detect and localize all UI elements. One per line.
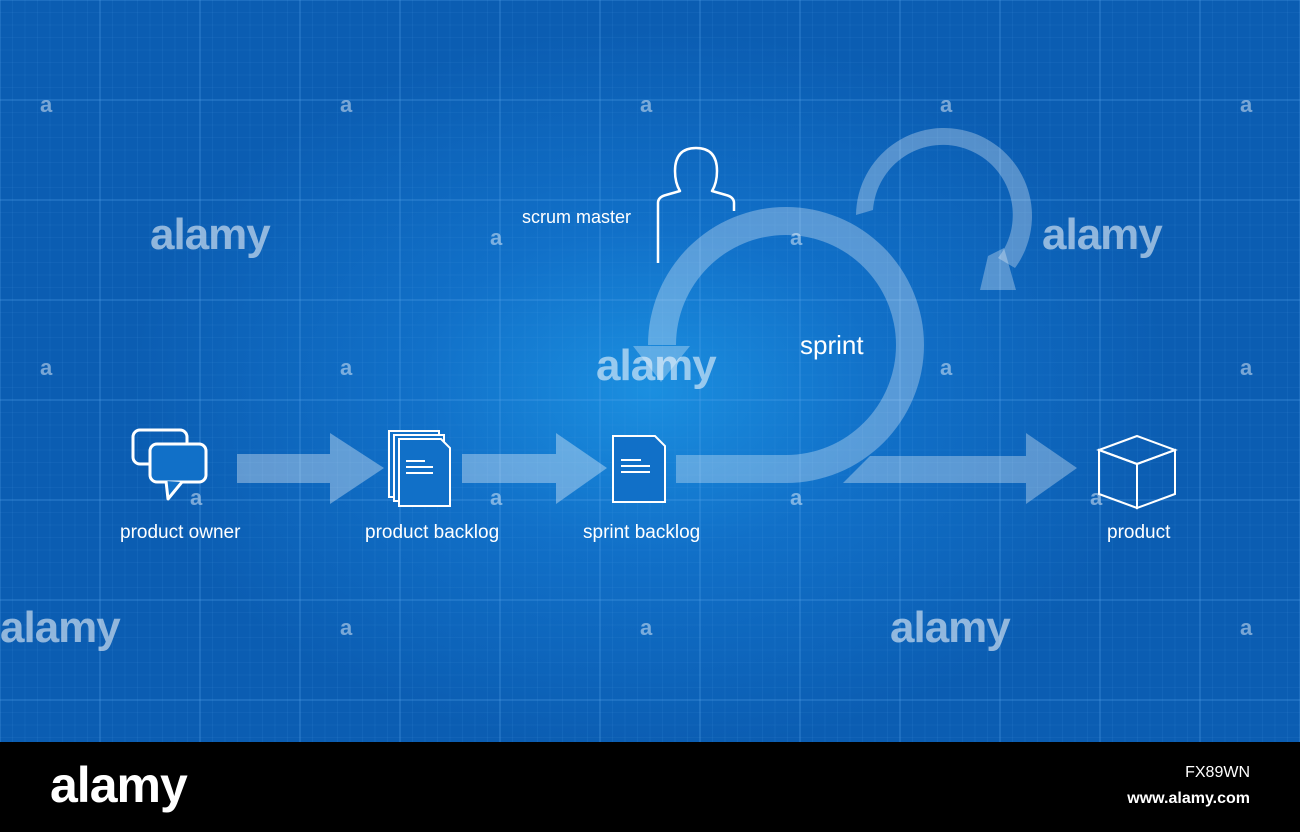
footer-bar: alamy FX89WN www.alamy.com (0, 742, 1300, 832)
watermark-letter: a (190, 485, 203, 510)
watermark-letter: a (790, 485, 803, 510)
arrow-sprint-to-product (843, 433, 1077, 504)
label-product-backlog: product backlog (365, 522, 500, 543)
watermark-letter: a (1240, 92, 1253, 117)
label-product: product (1107, 522, 1171, 543)
person-icon (656, 146, 736, 263)
document-stack-icon (388, 430, 451, 507)
watermark-letter: a (1240, 615, 1253, 640)
watermark-letter: a (340, 615, 353, 640)
footer-logo: alamy (50, 757, 188, 813)
watermark-letter: a (940, 92, 953, 117)
watermark-letter: a (40, 355, 53, 380)
watermark-letter: a (1240, 355, 1253, 380)
watermark: alamy (1042, 210, 1163, 259)
watermark: alamy (150, 210, 271, 259)
watermark-letter: a (790, 225, 803, 250)
watermark-letter: a (490, 485, 503, 510)
label-sprint: sprint (800, 330, 864, 360)
watermark-letter: a (640, 92, 653, 117)
watermark-letter: a (340, 355, 353, 380)
arrow-backlog-to-sprint-backlog (462, 433, 607, 504)
watermark-letter: a (640, 615, 653, 640)
watermark: alamy (890, 603, 1011, 652)
site-url[interactable]: www.alamy.com (1127, 790, 1250, 807)
label-product-owner: product owner (120, 522, 241, 543)
watermark-letter: a (340, 92, 353, 117)
document-icon (612, 435, 666, 503)
blueprint-canvas: product owner product backlog sprint bac… (0, 0, 1300, 742)
label-scrum-master: scrum master (522, 207, 632, 227)
flow-diagram (237, 128, 1077, 504)
daily-loop-band (856, 128, 1032, 268)
daily-loop-arrowhead (980, 248, 1016, 290)
grid-background (0, 0, 1300, 742)
arrow-owner-to-backlog (237, 433, 384, 504)
watermark-letter: a (40, 92, 53, 117)
sprint-loop-arrowhead (633, 346, 690, 382)
image-id: FX89WN (1185, 764, 1250, 781)
watermark-letter: a (940, 355, 953, 380)
watermark: alamy (596, 341, 717, 390)
speech-bubbles-icon (131, 428, 208, 501)
cube-icon (1096, 434, 1178, 510)
watermark-letter: a (490, 225, 503, 250)
label-sprint-backlog: sprint backlog (583, 522, 701, 543)
watermark-letter: a (1090, 485, 1103, 510)
watermark: alamy (0, 603, 121, 652)
